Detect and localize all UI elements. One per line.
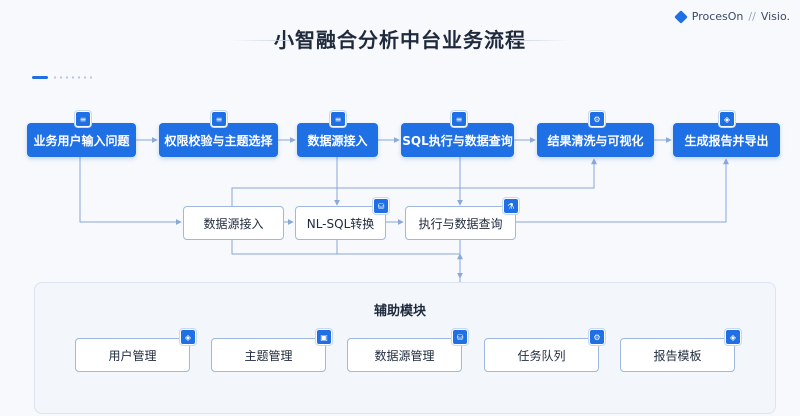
aux-module-datasource-management[interactable]: 数据源管理 <box>347 338 462 372</box>
database-icon: ⛁ <box>373 198 389 214</box>
aux-module-report-template[interactable]: 报告模板 <box>620 338 735 372</box>
subflow-node-label: 数据源接入 <box>203 216 264 231</box>
subflow-node-label: NL-SQL转换 <box>306 216 375 231</box>
flow-node-label: 数据源接入 <box>307 133 368 148</box>
page-title: 小智融合分析中台业务流程 <box>274 28 526 52</box>
shield-icon: ◈ <box>719 111 735 127</box>
flow-node-result-visualization[interactable]: 结果清洗与可视化 <box>537 123 654 157</box>
flow-node-report-export[interactable]: 生成报告并导出 <box>673 123 780 157</box>
brand-name: ProcesOn <box>691 10 744 23</box>
database-icon: ⛁ <box>452 329 468 345</box>
document-icon: ≡ <box>75 111 91 127</box>
brand-partner: Visio. <box>760 10 790 23</box>
flow-node-user-input[interactable]: 业务用户输入问题 <box>27 123 136 157</box>
aux-module-label: 用户管理 <box>108 348 157 363</box>
subflow-node-datasource[interactable]: 数据源接入 <box>183 206 284 240</box>
flow-node-label: SQL执行与数据查询 <box>402 133 513 148</box>
document-icon: ≡ <box>330 111 346 127</box>
aux-panel-title: 辅助模块 <box>373 304 426 319</box>
gear-icon: ⚙ <box>589 111 605 127</box>
flow-node-sql-execution[interactable]: SQL执行与数据查询 <box>401 123 514 157</box>
flask-icon: ⚗ <box>503 198 519 214</box>
subflow-node-label: 执行与数据查询 <box>418 216 503 231</box>
shield-icon: ◈ <box>180 329 196 345</box>
document-icon: ≡ <box>211 111 227 127</box>
subflow-node-nl-sql[interactable]: NL-SQL转换 <box>295 206 386 240</box>
brand-logo: ProcesOn // Visio. <box>673 9 790 24</box>
document-icon: ≡ <box>451 111 467 127</box>
title-divider-left <box>230 40 290 41</box>
flow-node-label: 结果清洗与可视化 <box>547 133 644 148</box>
aux-module-label: 报告模板 <box>653 348 702 363</box>
aux-module-label: 主题管理 <box>244 348 293 363</box>
accent-bar <box>32 76 48 79</box>
flow-node-label: 权限校验与主题选择 <box>164 133 273 148</box>
lock-icon: ▣ <box>316 329 332 345</box>
dotted-decoration <box>52 76 92 79</box>
flow-node-permission-check[interactable]: 权限校验与主题选择 <box>159 123 278 157</box>
flow-node-datasource-access[interactable]: 数据源接入 <box>297 123 378 157</box>
aux-module-task-queue[interactable]: 任务队列 <box>484 338 599 372</box>
aux-module-user-management[interactable]: 用户管理 <box>75 338 190 372</box>
aux-module-label: 任务队列 <box>517 348 566 363</box>
flow-node-label: 业务用户输入问题 <box>33 133 130 148</box>
aux-module-topic-management[interactable]: 主题管理 <box>211 338 326 372</box>
brand-separator: // <box>748 10 756 23</box>
aux-module-label: 数据源管理 <box>374 348 435 363</box>
subflow-node-execute-query[interactable]: 执行与数据查询 <box>405 206 516 240</box>
shield-icon: ◈ <box>725 329 741 345</box>
flow-node-label: 生成报告并导出 <box>684 133 769 148</box>
gear-icon: ⚙ <box>589 329 605 345</box>
